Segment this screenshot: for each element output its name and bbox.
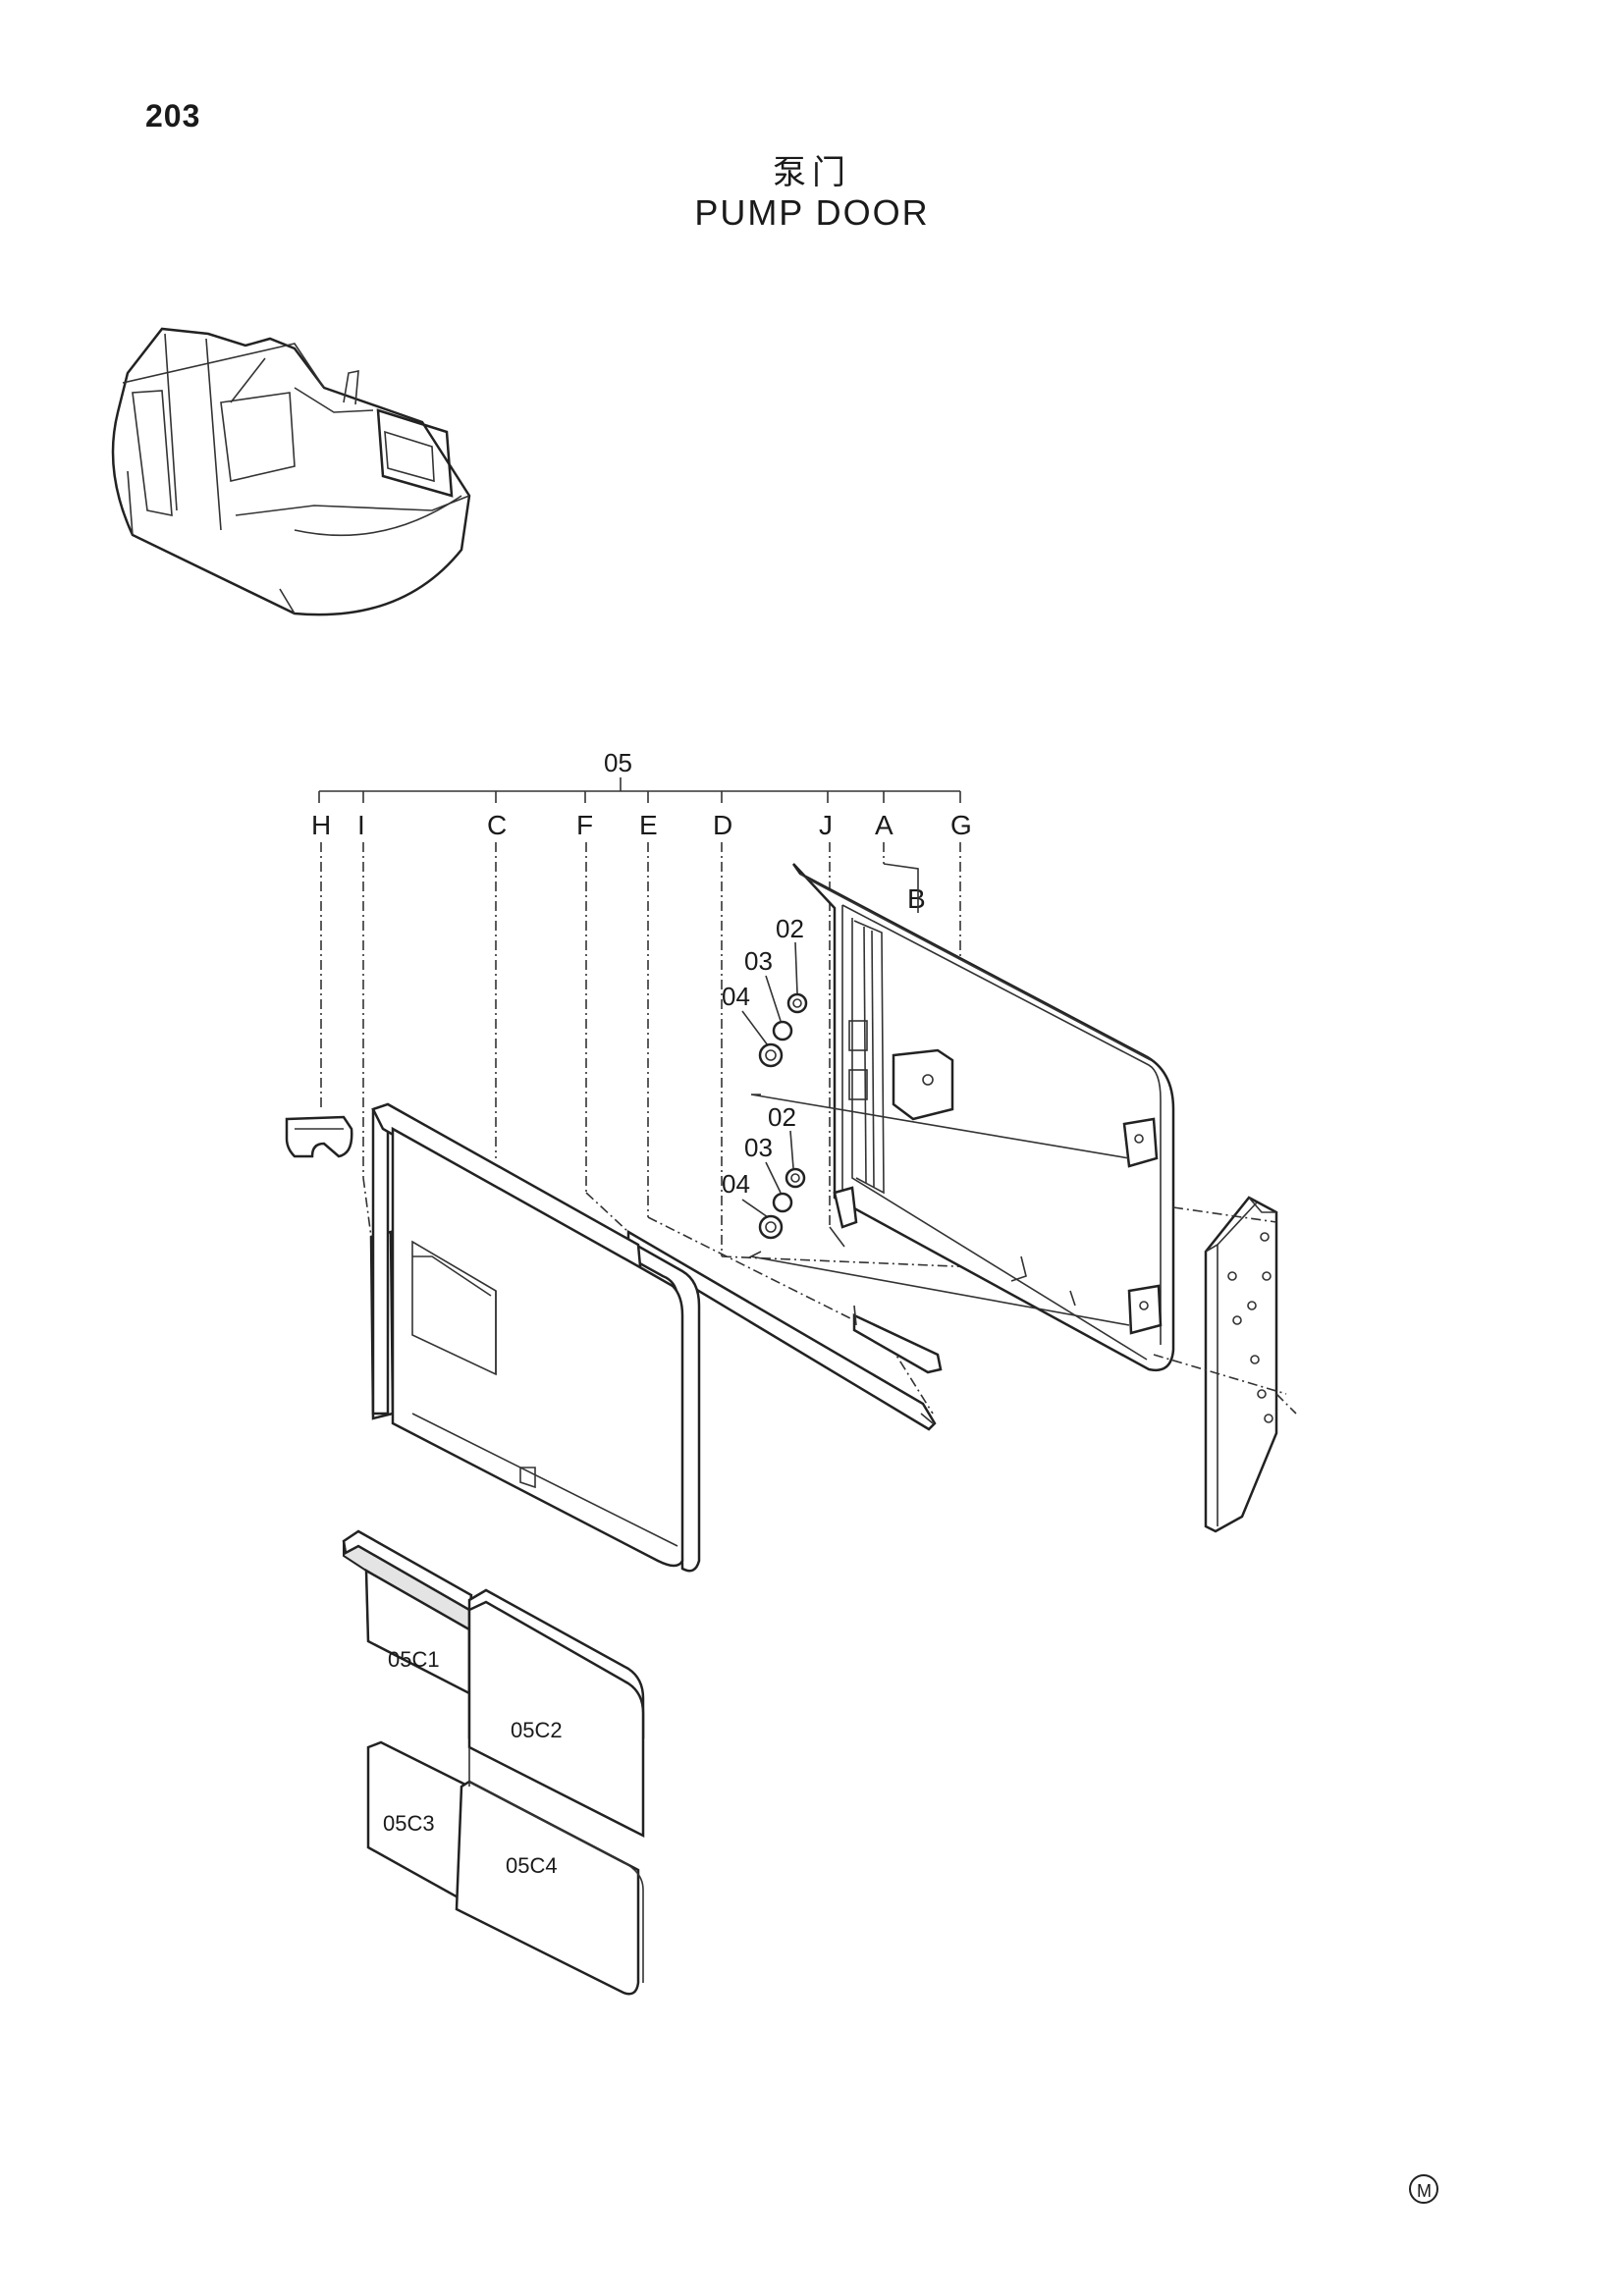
callout-E: E: [639, 810, 658, 840]
door-frame: [791, 863, 1175, 1372]
callout-J: J: [819, 810, 833, 840]
callout-03-lower: 03: [744, 1133, 773, 1162]
callout-D: D: [713, 810, 732, 840]
trim-D: [852, 1305, 943, 1374]
callout-A: A: [875, 810, 893, 840]
page-number: 203: [145, 98, 201, 133]
fastener-group-upper: 02 03 04: [722, 914, 1130, 1159]
footer-mark: M: [1409, 2174, 1438, 2204]
fastener-group-lower: 02 03 04: [722, 1102, 1130, 1326]
callout-C: C: [487, 810, 507, 840]
label-05C1: 05C1: [388, 1647, 440, 1672]
footer-mark-letter: M: [1417, 2181, 1432, 2201]
callout-03-upper: 03: [744, 946, 773, 976]
assembly-bracket: 05: [318, 748, 961, 803]
callout-G: G: [950, 810, 972, 840]
letter-callouts: H I C F E D J A G B: [311, 810, 972, 914]
clip-H: [285, 1115, 353, 1158]
label-05C3: 05C3: [383, 1811, 435, 1836]
callout-04-upper: 04: [722, 982, 750, 1011]
title-english: PUMP DOOR: [694, 192, 930, 233]
callout-I: I: [357, 810, 365, 840]
callout-02-upper: 02: [776, 914, 804, 943]
excavator-location-thumbnail: [111, 327, 471, 616]
callout-B: B: [907, 883, 926, 914]
callout-04-lower: 04: [722, 1169, 750, 1199]
callout-H: H: [311, 810, 331, 840]
hinge-plate: [1153, 1196, 1297, 1533]
panel-C: [371, 1102, 701, 1573]
label-05C2: 05C2: [511, 1718, 563, 1742]
callout-02-lower: 02: [768, 1102, 796, 1132]
callout-F: F: [576, 810, 593, 840]
panel-set-05C: 05C1 05C2 05C3 05C4: [342, 1529, 645, 1996]
label-05C4: 05C4: [506, 1853, 558, 1878]
label-assembly-05: 05: [604, 748, 632, 777]
title-chinese: 泵门: [773, 153, 851, 192]
